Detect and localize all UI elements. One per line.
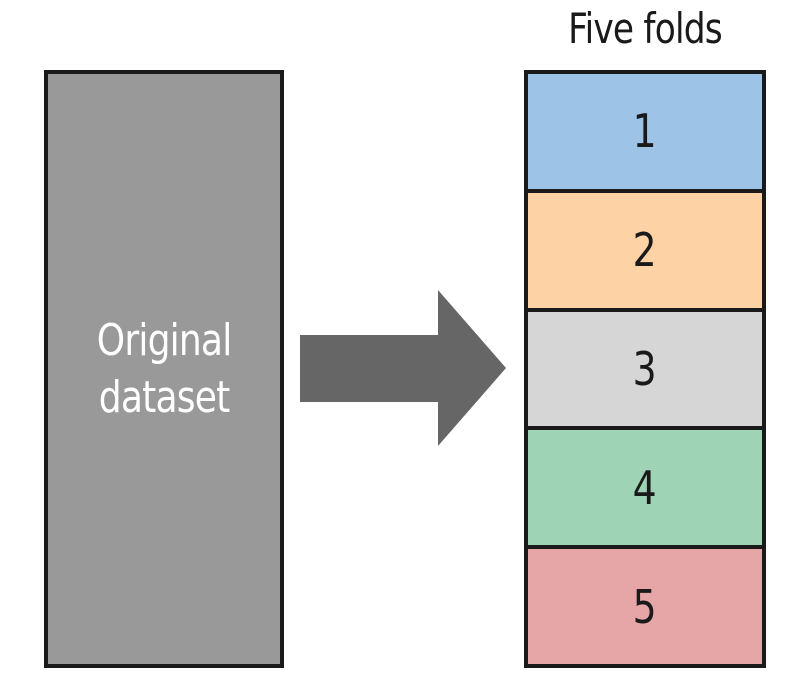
fold-5: 5 [528,549,762,664]
fold-4-label: 4 [632,460,658,515]
fold-2: 2 [528,192,762,312]
original-dataset-box: Original dataset [44,70,284,668]
fold-1-label: 1 [632,104,658,159]
folds-stack: 1 2 3 4 5 [524,70,766,668]
original-dataset-label: Original dataset [96,314,232,423]
fold-4: 4 [528,430,762,550]
fold-3: 3 [528,311,762,431]
folds-title: Five folds [568,4,723,53]
fold-1: 1 [528,74,762,193]
fold-3-label: 3 [632,341,658,396]
fold-5-label: 5 [632,579,658,634]
arrow-shape [300,290,506,446]
fold-2-label: 2 [632,223,658,278]
right-arrow-icon [300,290,506,446]
